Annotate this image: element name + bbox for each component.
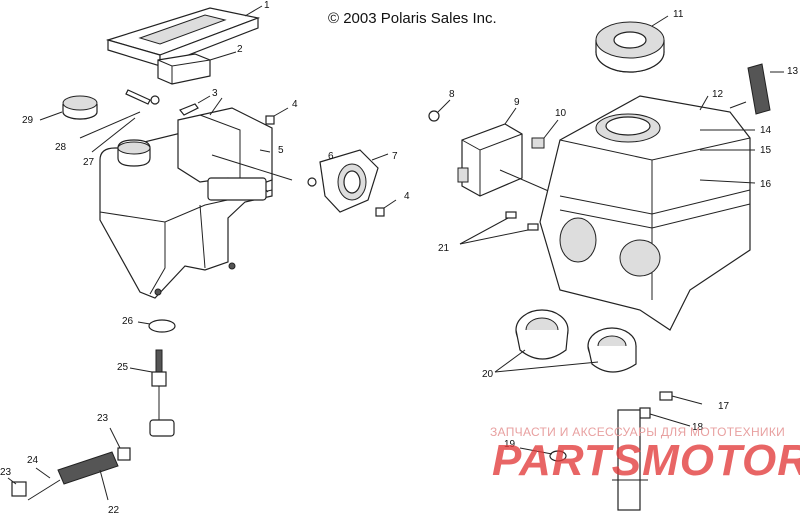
callout-3: 3: [212, 88, 218, 99]
part-22-filter: [7, 427, 131, 501]
part-17-18-fasteners: [639, 391, 703, 427]
part-3-screw: [179, 95, 211, 116]
part-20-boots: [494, 309, 637, 373]
callout-21: 21: [438, 243, 450, 254]
callout-23b: 23: [0, 467, 12, 478]
callout-15: 15: [760, 145, 772, 156]
part-21-fitting: [459, 211, 539, 245]
airbox: [539, 95, 756, 331]
part-4-nut: [265, 107, 397, 217]
part-25-sender: [129, 349, 175, 437]
oil-tank: [99, 97, 273, 299]
callout-4: 4: [292, 99, 298, 110]
callout-24: 24: [27, 455, 39, 466]
part-2-block: [157, 51, 237, 85]
part-11-ring: [595, 15, 669, 73]
callout-6: 6: [328, 151, 334, 162]
part-13-strap: [747, 63, 784, 115]
leader-5: [211, 154, 293, 181]
callout-10: 10: [555, 108, 567, 119]
callout-19: 19: [504, 439, 516, 450]
callout-29: 29: [22, 115, 34, 126]
callout-13: 13: [787, 66, 799, 77]
callout-7: 7: [392, 151, 398, 162]
part-7-throttle-body: [307, 149, 389, 213]
part-8-plug: [428, 99, 451, 122]
callout-28: 28: [55, 142, 67, 153]
callout-1: 1: [264, 0, 270, 11]
callout-2: 2: [237, 44, 243, 55]
part-10-clip: [531, 119, 559, 149]
callout-4b: 4: [404, 191, 410, 202]
callout-26: 26: [122, 316, 134, 327]
part-9-module: [457, 107, 561, 197]
part-26-grommet: [137, 319, 176, 333]
callout-14: 14: [760, 125, 772, 136]
callout-18: 18: [692, 422, 704, 433]
watermark-logo-text: PARTSMOTOR.RU: [492, 436, 800, 485]
callout-17: 17: [718, 401, 730, 412]
callout-12: 12: [712, 89, 724, 100]
leader-5b: [259, 149, 271, 153]
callout-9: 9: [514, 97, 520, 108]
callout-27: 27: [83, 157, 95, 168]
copyright-notice: © 2003 Polaris Sales Inc.: [328, 10, 497, 27]
callout-22: 22: [108, 505, 120, 516]
callout-16: 16: [760, 179, 772, 190]
part-1-airbox-cover: [105, 5, 263, 67]
part-19-bushing: [519, 409, 648, 511]
callout-11: 11: [673, 9, 684, 20]
part-28-bolt: [79, 89, 160, 153]
callout-5: 5: [278, 145, 284, 156]
callout-20: 20: [482, 369, 494, 380]
part-29-cap: [39, 95, 98, 121]
callout-23: 23: [97, 413, 109, 424]
callout-8: 8: [449, 89, 455, 100]
watermark-tagline: ЗАПЧАСТИ И АКСЕССУАРЫ ДЛЯ МОТОТЕХНИКИ: [490, 425, 786, 439]
callout-25: 25: [117, 362, 129, 373]
